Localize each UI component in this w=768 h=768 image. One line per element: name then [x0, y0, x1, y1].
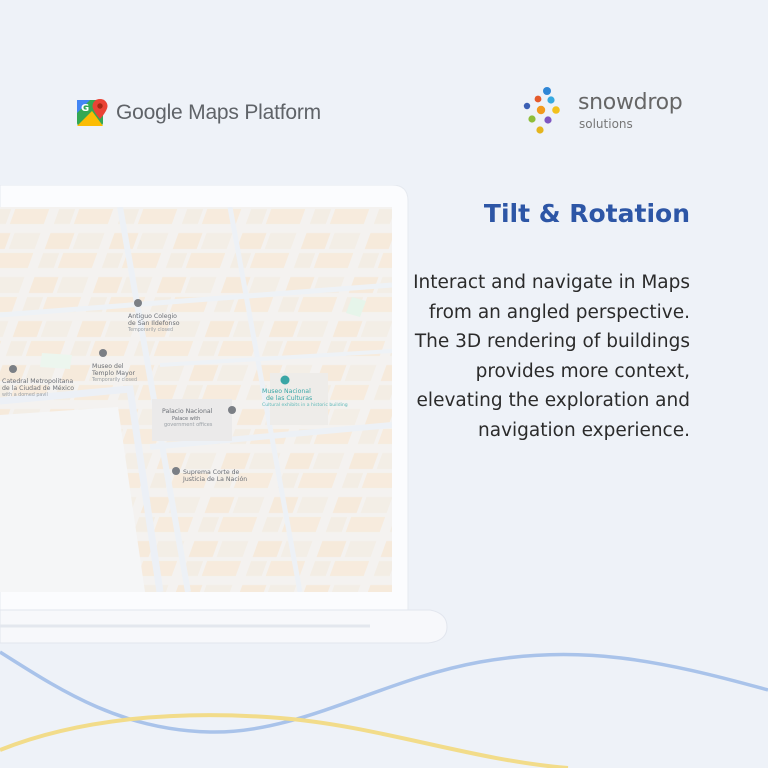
snowdrop-name: snowdrop [578, 90, 683, 115]
map-pin-icon [9, 365, 17, 373]
map-pin-icon [99, 349, 107, 357]
map-label-title: Palacio Nacional [162, 408, 213, 415]
snowdrop-sub: solutions [579, 117, 633, 131]
map-label-title: Antiguo Colegio [128, 313, 177, 320]
google-maps-platform-logo: G Google Maps Platform [76, 96, 321, 130]
map-label-title: Suprema Corte de [183, 469, 240, 476]
google-maps-platform-text: Google Maps Platform [116, 101, 321, 124]
map-label-sub: government offices [164, 422, 213, 428]
map-pin-icon [134, 299, 142, 307]
laptop-mockup: Antiguo Colegio de San Ildefonso Tempora… [0, 185, 448, 644]
feature-title: Tilt & Rotation [483, 199, 690, 228]
map-screen[interactable]: Antiguo Colegio de San Ildefonso Tempora… [0, 207, 392, 592]
snowdrop-solutions-logo: snowdrop solutions [518, 86, 698, 136]
map-label-sub: Temporarily closed [91, 377, 137, 383]
map-label-sub: Temporarily closed [127, 327, 173, 333]
map-label-line: Palace with [172, 416, 200, 422]
map-pin-icon [280, 375, 290, 385]
google-maps-pin-icon: G [77, 99, 108, 126]
map-label-line: de la Ciudad de México [2, 384, 74, 392]
map-label-title: Catedral Metropolitana [2, 378, 73, 385]
map-pin-icon [172, 467, 180, 475]
map-pin-icon [228, 406, 236, 414]
snowdrop-dots-icon [523, 87, 560, 134]
map-label-sub: Cultural exhibits in a historic building [262, 402, 348, 408]
feature-description: Interact and navigate in Maps from an an… [413, 272, 690, 441]
decorative-waves [0, 650, 768, 768]
svg-text:G: G [81, 103, 89, 114]
map-label-line: de las Culturas [266, 395, 312, 402]
map-label-line: de San Ildefonso [128, 320, 180, 327]
map-label-title: Museo Nacional [262, 388, 311, 395]
map-label-title: Museo del [92, 363, 124, 370]
map-label-line: Templo Mayor [91, 370, 136, 377]
map-label-sub: with a domed pavil [2, 392, 48, 398]
map-label-line: Justicia de La Nación [182, 475, 247, 483]
